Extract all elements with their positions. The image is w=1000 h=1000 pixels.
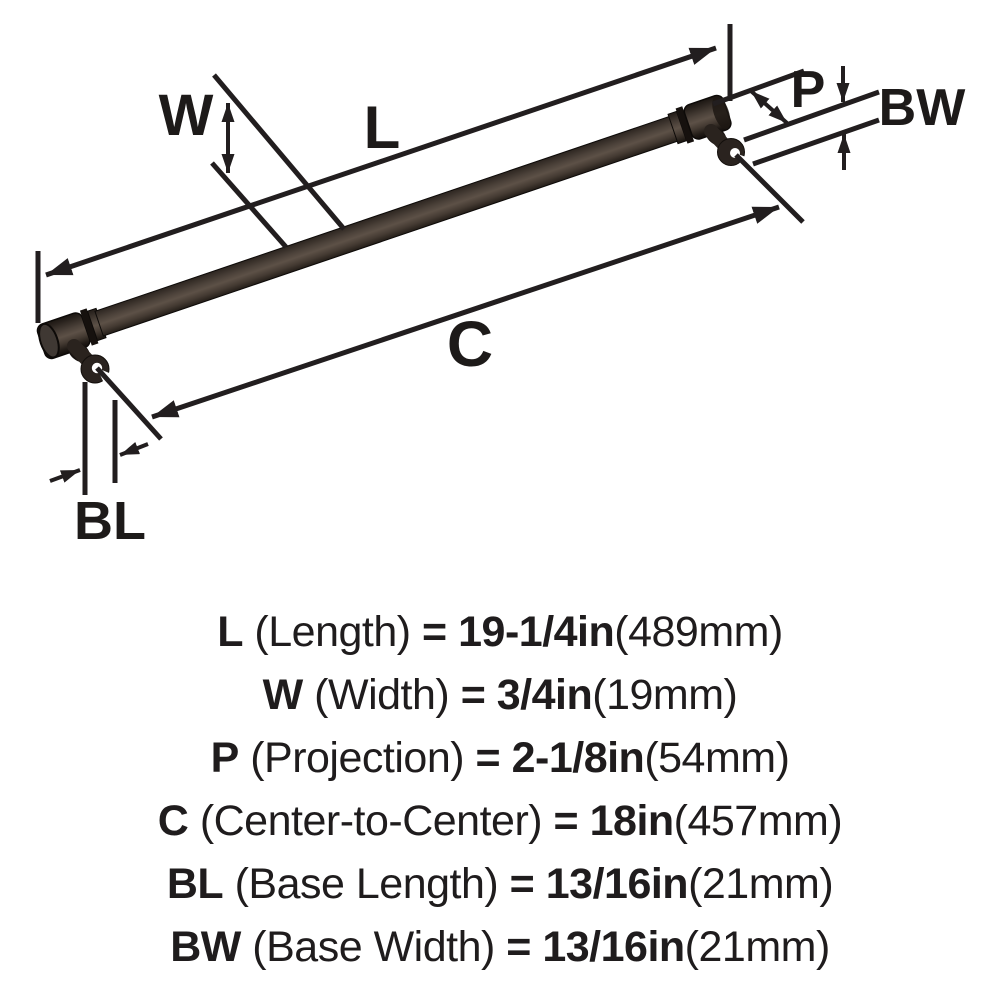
spec-name: (Length) bbox=[254, 608, 411, 656]
spec-row-projection: P (Projection) = 2-1/8in(54mm) bbox=[0, 727, 1000, 790]
spec-row-length: L (Length) = 19-1/4in(489mm) bbox=[0, 601, 1000, 664]
dim-ext-C-right bbox=[734, 153, 805, 224]
dim-ext-BW-bottom bbox=[752, 117, 880, 167]
spec-abbr: BL bbox=[166, 860, 224, 908]
spec-row-base-width: BW (Base Width) = 13/16in(21mm) bbox=[0, 916, 1000, 979]
dim-arrow-BL-left bbox=[49, 468, 81, 483]
spec-abbr: P bbox=[210, 734, 240, 782]
spec-abbr: W bbox=[262, 671, 304, 719]
spec-name: (Base Width) bbox=[252, 923, 495, 971]
spec-name: (Center-to-Center) bbox=[199, 797, 543, 845]
dim-label-width: W bbox=[158, 83, 214, 148]
spec-metric: (54mm) bbox=[644, 734, 790, 782]
spec-metric: (457mm) bbox=[673, 797, 843, 845]
spec-metric: (21mm) bbox=[688, 860, 834, 908]
dim-label-projection: P bbox=[790, 61, 826, 119]
spec-value: 3/4in bbox=[496, 671, 593, 719]
spec-name: (Base Length) bbox=[234, 860, 499, 908]
spec-equals: = bbox=[422, 608, 447, 656]
dim-label-center-to-center: C bbox=[446, 308, 494, 380]
handle-cap-face-left bbox=[38, 322, 60, 359]
spec-value: 13/16in bbox=[545, 860, 689, 908]
dimension-lines bbox=[35, 24, 880, 495]
spec-abbr: C bbox=[157, 797, 189, 845]
dim-ext-W-inner bbox=[210, 161, 288, 249]
spec-equals: = bbox=[509, 860, 535, 908]
spec-metric: (19mm) bbox=[592, 671, 738, 719]
spec-row-width: W (Width) = 3/4in(19mm) bbox=[0, 664, 1000, 727]
spec-abbr: L bbox=[217, 608, 243, 656]
spec-row-base-length: BL (Base Length) = 13/16in(21mm) bbox=[0, 853, 1000, 916]
dim-label-base-length: BL bbox=[74, 491, 146, 551]
spec-name: (Projection) bbox=[250, 734, 465, 782]
dim-label-length: L bbox=[363, 94, 401, 161]
dim-label-base-width: BW bbox=[878, 79, 966, 137]
spec-list: L (Length) = 19-1/4in(489mm) W (Width) =… bbox=[0, 601, 1000, 979]
dim-ext-P bbox=[712, 68, 805, 107]
dim-arrow-P bbox=[749, 89, 789, 125]
spec-row-center-to-center: C (Center-to-Center) = 18in(457mm) bbox=[0, 790, 1000, 853]
dim-arrow-BL-right bbox=[119, 442, 149, 457]
spec-value: 13/16in bbox=[542, 923, 685, 971]
spec-equals: = bbox=[460, 671, 486, 719]
spec-name: (Width) bbox=[314, 671, 450, 719]
spec-value: 19-1/4in bbox=[458, 608, 615, 656]
dim-ext-C-left bbox=[95, 366, 163, 441]
spec-metric: (489mm) bbox=[614, 608, 783, 656]
spec-abbr: BW bbox=[170, 923, 241, 971]
dim-ext-W-outer bbox=[212, 73, 346, 231]
spec-equals: = bbox=[553, 797, 579, 845]
spec-equals: = bbox=[506, 923, 531, 971]
spec-metric: (21mm) bbox=[684, 923, 831, 971]
spec-value: 2-1/8in bbox=[511, 734, 645, 782]
spec-equals: = bbox=[475, 734, 501, 782]
handle-groove-left bbox=[79, 308, 99, 346]
handle-dimension-drawing bbox=[35, 24, 880, 495]
spec-value: 18in bbox=[589, 797, 675, 845]
dim-line-C bbox=[151, 204, 780, 420]
dim-ext-BW-top bbox=[743, 89, 880, 143]
